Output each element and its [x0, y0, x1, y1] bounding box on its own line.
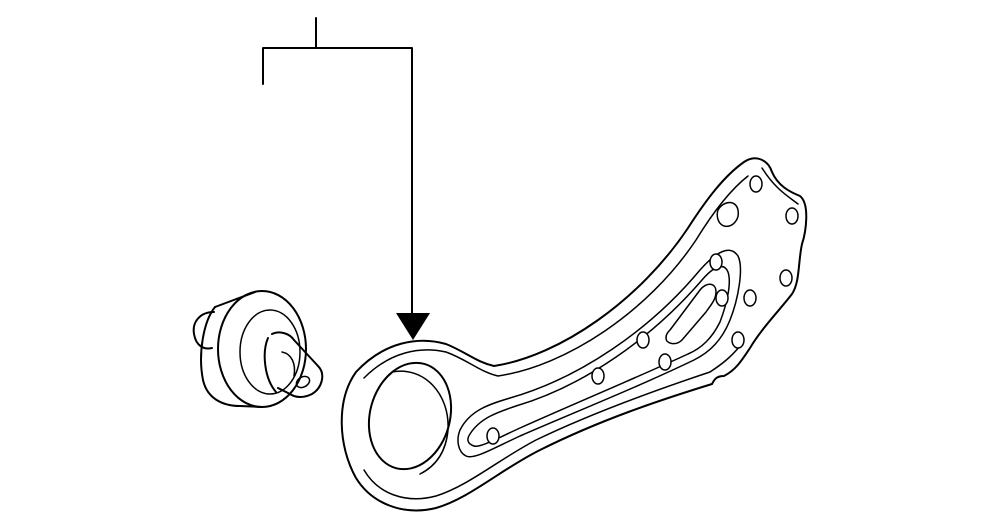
arm-hole	[709, 253, 723, 271]
bushing-stub	[192, 311, 215, 350]
bushing-tab-hole	[295, 375, 311, 389]
arm-rib-outer	[457, 249, 742, 458]
bushing-tab-crease	[281, 351, 296, 377]
arm-hole	[731, 331, 745, 349]
arm-hole	[785, 207, 799, 225]
bushing-outer-left	[200, 306, 241, 407]
callout-leader	[262, 17, 430, 340]
arm-slot	[665, 283, 717, 345]
arm-hole	[658, 353, 672, 371]
arm-hole	[486, 427, 500, 445]
arm-hub-pocket	[716, 201, 740, 228]
bushing-top-edge	[214, 291, 256, 308]
arm-hole	[636, 331, 650, 349]
trailing-arm-icon	[340, 157, 808, 512]
arm-bore-inner	[391, 370, 449, 475]
arm-outline	[340, 157, 808, 512]
bushing-bottom-edge	[239, 405, 263, 408]
arm-hole	[591, 367, 605, 385]
bushing-inner-face	[239, 309, 301, 395]
callout-bracket	[262, 47, 413, 316]
arm-hole	[749, 175, 763, 193]
arm-hole	[715, 289, 729, 307]
arm-hole	[743, 289, 757, 307]
callout-arrow-icon	[396, 313, 430, 340]
arm-rib-inner	[467, 265, 731, 447]
arm-endplate-edge	[761, 167, 799, 205]
rubber-bushing-icon	[192, 290, 324, 408]
bushing-inner-tube	[263, 337, 277, 393]
arm-flange-line	[363, 175, 749, 500]
bushing-outer-face	[217, 290, 307, 408]
arm-hole	[779, 269, 793, 287]
bushing-mount-tab	[271, 331, 324, 398]
